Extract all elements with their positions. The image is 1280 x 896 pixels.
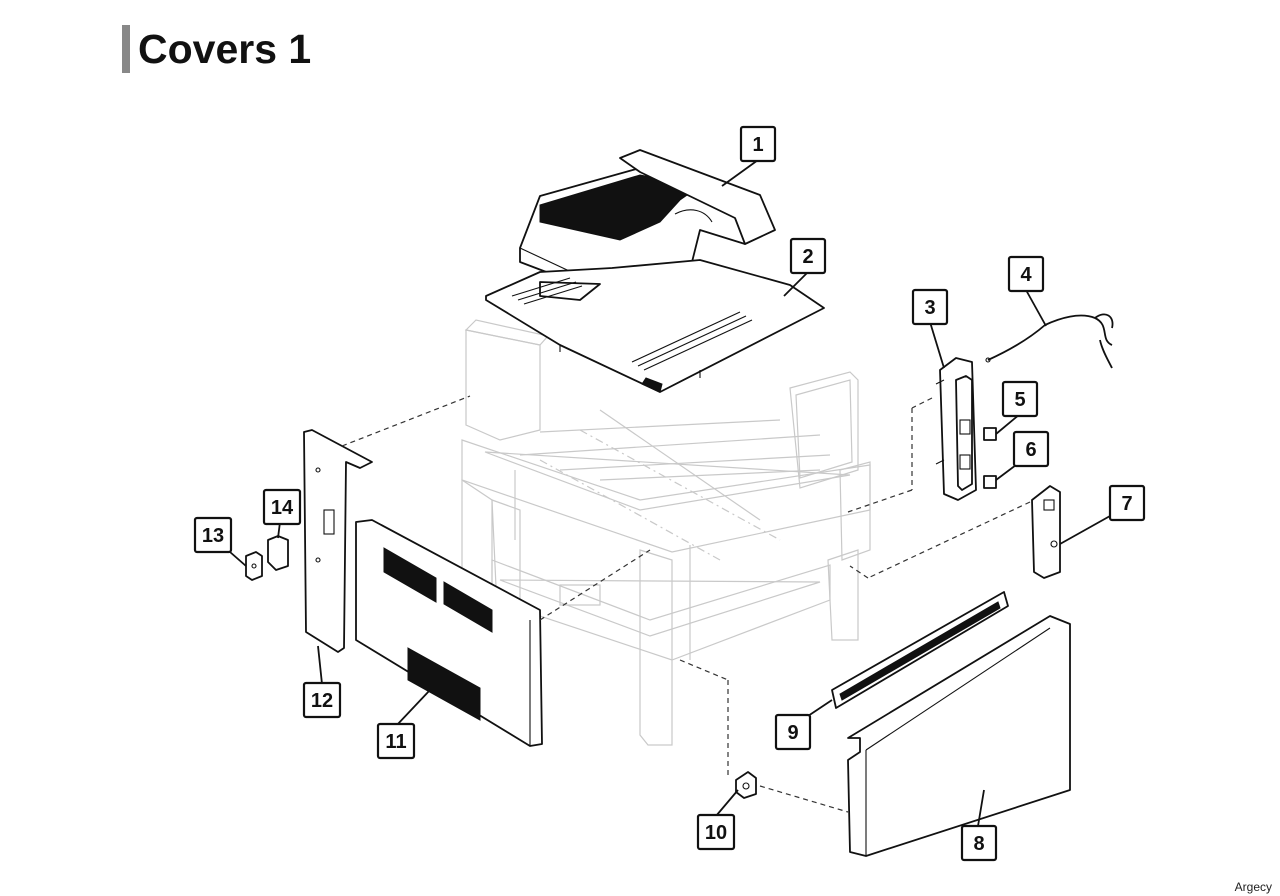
- part-7-side-bracket: [1031, 485, 1061, 579]
- part-13-clip: [245, 551, 263, 581]
- callout-14: 14: [262, 488, 302, 526]
- callout-10-label: 10: [705, 822, 727, 844]
- callout-5-label: 5: [1014, 389, 1025, 411]
- part-2-top-plate: [485, 259, 825, 393]
- part-5-clip: [983, 427, 997, 441]
- callout-7-label: 7: [1121, 493, 1132, 515]
- callout-12: 12: [302, 681, 342, 719]
- part-10-latch: [735, 771, 757, 799]
- part-8-front-cover: [847, 615, 1071, 857]
- callout-3: 3: [911, 288, 949, 326]
- callout-1-label: 1: [752, 134, 763, 156]
- callout-13: 13: [193, 516, 233, 554]
- callout-6-label: 6: [1025, 439, 1036, 461]
- part-1-top-cover: [519, 149, 776, 301]
- callout-9: 9: [774, 713, 812, 751]
- title-accent-bar: [122, 25, 130, 73]
- part-4-cable: [985, 313, 1114, 369]
- part-9-strip: [831, 591, 1009, 709]
- page-title: Covers 1: [138, 26, 312, 72]
- part-6-clip: [983, 475, 997, 489]
- callout-5: 5: [1001, 380, 1039, 418]
- callout-8: 8: [960, 824, 998, 862]
- callout-2: 2: [789, 237, 827, 275]
- callout-12-label: 12: [311, 690, 333, 712]
- callout-11: 11: [376, 722, 416, 760]
- leader-lines: [229, 159, 1111, 827]
- assembly-dash-lines: [341, 395, 1031, 813]
- callout-1: 1: [739, 125, 777, 163]
- callout-2-label: 2: [802, 246, 813, 268]
- part-14-hinge-clip: [267, 535, 289, 571]
- part-12-left-rear-panel: [303, 429, 373, 653]
- callout-6: 6: [1012, 430, 1050, 468]
- part-3-right-bracket: [935, 357, 977, 501]
- callout-11-label: 11: [385, 731, 406, 753]
- callout-14-label: 14: [271, 497, 294, 519]
- callout-4-label: 4: [1020, 264, 1032, 286]
- callout-4: 4: [1007, 255, 1045, 293]
- callout-13-label: 13: [202, 525, 224, 547]
- callout-8-label: 8: [973, 833, 984, 855]
- part-11-left-side-panel: [355, 519, 543, 747]
- callout-3-label: 3: [924, 297, 935, 319]
- callout-10: 10: [696, 813, 736, 851]
- printer-frame-ghost: [461, 319, 871, 746]
- watermark: Argecy: [1234, 880, 1272, 894]
- callout-9-label: 9: [787, 722, 798, 744]
- callout-7: 7: [1108, 484, 1146, 522]
